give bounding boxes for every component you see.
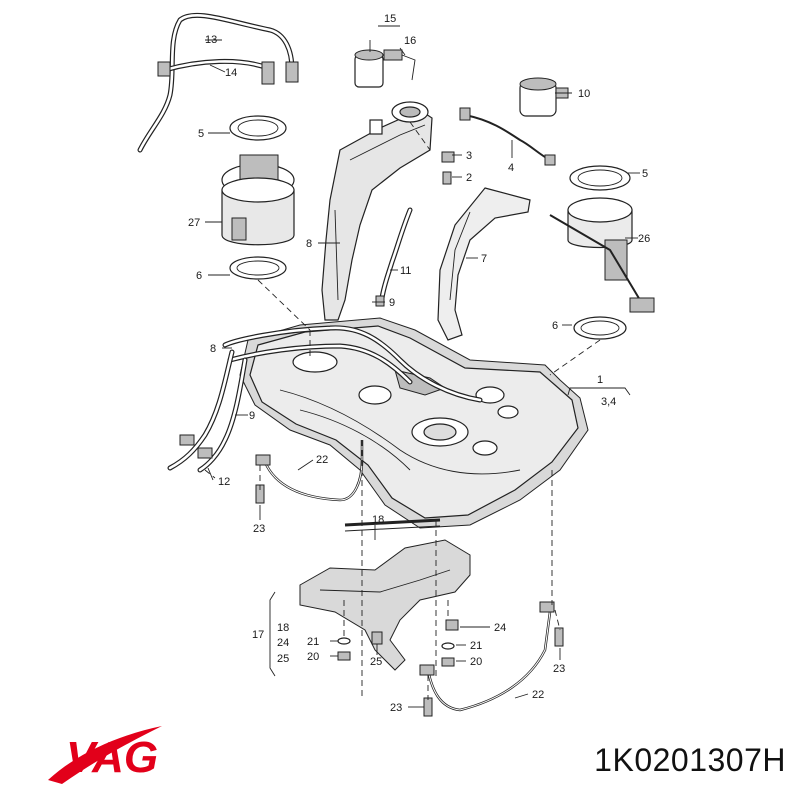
tank-strap-right (419, 601, 555, 712)
callout-9-lower: 9 (249, 410, 255, 422)
callout-2: 2 (466, 172, 472, 184)
callout-21-right: 21 (470, 640, 482, 652)
callout-17: 17 (252, 629, 264, 641)
callout-18-upper: 18 (372, 514, 384, 526)
callout-20-right: 20 (470, 656, 482, 668)
callout-26: 26 (638, 233, 650, 245)
callout-20-left: 20 (307, 651, 319, 663)
callout-leaders (205, 25, 640, 708)
callout-21-left: 21 (307, 636, 319, 648)
vag-logo-swoosh (48, 726, 162, 784)
callout-10: 10 (578, 88, 590, 100)
callout-23-bottom: 23 (390, 702, 402, 714)
callout-25-center: 25 (370, 656, 382, 668)
filler-neck (321, 101, 433, 321)
callout-6-right: 6 (552, 320, 558, 332)
callout-6-left: 6 (196, 270, 202, 282)
callout-24-left: 24 (277, 637, 289, 649)
vag-logo-text: VAG (66, 733, 158, 782)
vent-valve (354, 49, 416, 88)
fuel-pump-left (221, 115, 295, 280)
wire-harness (459, 107, 556, 166)
tank-strap-left (255, 440, 364, 502)
tank-pipes (222, 325, 483, 403)
callout-1: 1 (597, 374, 603, 386)
callout-4: 4 (508, 162, 514, 174)
callout-12: 12 (218, 476, 230, 488)
callout-27: 27 (188, 217, 200, 229)
canister-valve (519, 77, 569, 117)
callout-5-right: 5 (642, 168, 648, 180)
callout-25-left: 25 (277, 653, 289, 665)
callout-22-left: 22 (316, 454, 328, 466)
callout-8-upper: 8 (306, 238, 312, 250)
fuel-line (379, 207, 413, 301)
underbody-shield (299, 518, 471, 671)
callout-7: 7 (481, 253, 487, 265)
callout-15: 15 (384, 13, 396, 25)
callout-14: 14 (225, 67, 237, 79)
callout-22-right: 22 (532, 689, 544, 701)
callout-18-lower: 18 (277, 622, 289, 634)
callout-9-upper: 9 (389, 297, 395, 309)
part-number: 1K0201307H (594, 742, 786, 778)
callout-3-4: 3,4 (601, 396, 616, 408)
callout-8-lower: 8 (210, 343, 216, 355)
supply-hoses (167, 349, 248, 473)
fuel-tank (239, 317, 589, 529)
assembly-leaders (204, 121, 601, 700)
callout-labels: 15 16 13 14 10 5 3 2 4 5 27 8 7 26 6 11 … (188, 13, 650, 714)
fasteners (255, 151, 564, 717)
callout-24-right: 24 (494, 622, 506, 634)
callout-23-right: 23 (553, 663, 565, 675)
fuel-level-sender (549, 165, 655, 340)
callout-16: 16 (404, 35, 416, 47)
callout-5-left: 5 (198, 128, 204, 140)
heat-shield (437, 187, 531, 341)
vag-logo: VAG (48, 726, 162, 784)
callout-3: 3 (466, 150, 472, 162)
callout-23-left: 23 (253, 523, 265, 535)
callout-11: 11 (400, 265, 411, 277)
vent-hoses (137, 12, 299, 153)
callout-13: 13 (205, 34, 217, 46)
